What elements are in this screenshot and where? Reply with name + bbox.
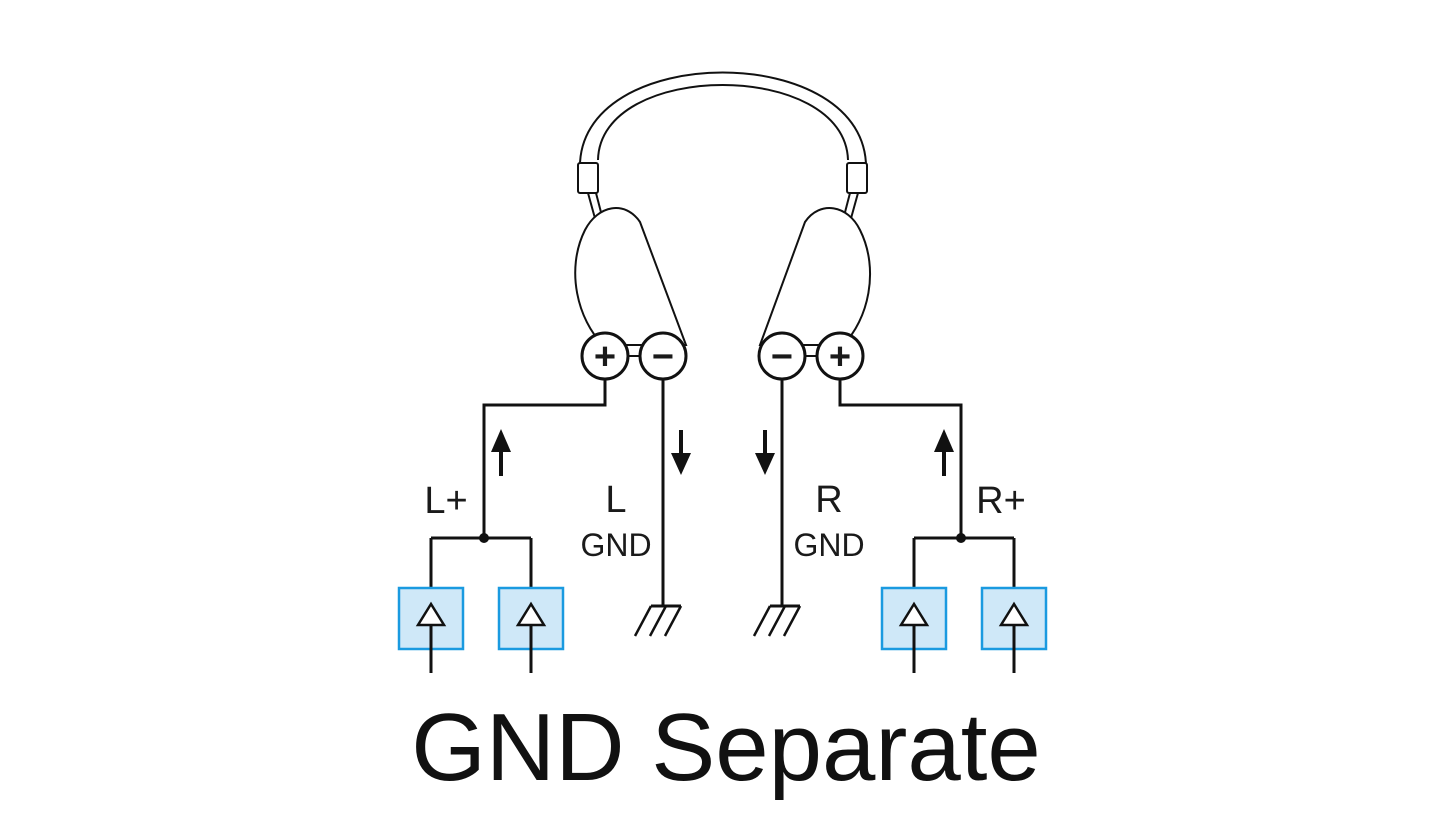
ground-icon xyxy=(752,604,802,637)
left-plus-symbol: + xyxy=(594,336,616,378)
left-plus-terminal: + xyxy=(580,331,630,381)
right-gnd-label-line2: GND xyxy=(793,527,864,563)
left-minus-terminal: − xyxy=(638,331,688,381)
left-plus-label: L+ xyxy=(424,480,467,522)
right-plus-label: R+ xyxy=(976,480,1026,522)
diagram-title: GND Separate xyxy=(411,694,1041,801)
arrow-down-icon xyxy=(671,430,691,475)
left-gnd-label-line2: GND xyxy=(580,527,651,563)
arrow-down-icon xyxy=(755,430,775,475)
right-junction-dot xyxy=(956,533,966,543)
right-plus-symbol: + xyxy=(829,336,851,378)
right-minus-terminal: − xyxy=(757,331,807,381)
right-gnd-label-line1: R xyxy=(815,479,842,521)
arrow-up-icon xyxy=(934,429,954,476)
amplifier-icon xyxy=(880,586,948,673)
ground-icon xyxy=(633,604,683,637)
left-gnd-label-line1: L xyxy=(605,479,626,521)
arrow-up-icon xyxy=(491,429,511,476)
right-plus-terminal: + xyxy=(815,331,865,381)
right-minus-symbol: − xyxy=(771,336,793,378)
amplifier-icon xyxy=(980,586,1048,673)
amplifier-icon xyxy=(497,586,565,673)
left-junction-dot xyxy=(479,533,489,543)
headphones-icon xyxy=(574,71,872,346)
left-minus-symbol: − xyxy=(652,336,674,378)
amplifier-icon xyxy=(397,586,465,673)
